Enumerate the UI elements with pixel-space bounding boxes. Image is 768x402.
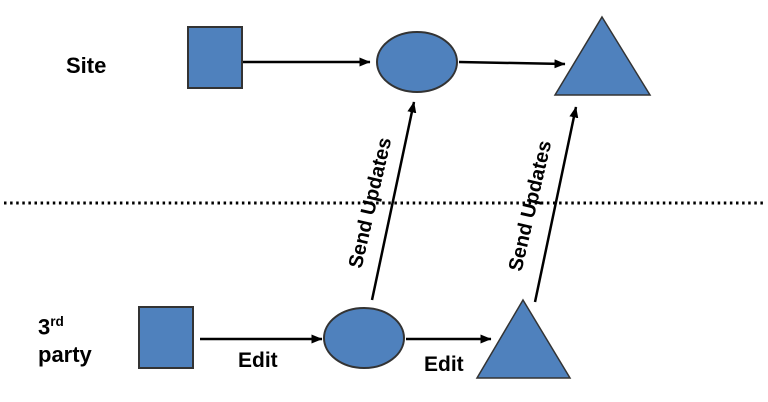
arrow-site-ellipse-to-triangle (458, 59, 566, 69)
site-ellipse-shape (376, 31, 458, 93)
site-triangle-shape (553, 15, 652, 96)
arrow-send-updates-right (533, 106, 579, 303)
lane-label-site: Site (66, 52, 106, 80)
lane-label-site-text: Site (66, 53, 107, 78)
lane-label-third-party-base: 3 (38, 314, 51, 340)
arrow-send-updates-left (370, 101, 417, 301)
lane-label-third-party-line1: 3rd (38, 308, 92, 341)
third-party-triangle-shape (475, 298, 572, 379)
lane-label-third-party: 3rd party (38, 308, 92, 369)
lane-label-third-party-ordinal: rd (50, 314, 64, 329)
third-party-ellipse-shape (323, 307, 405, 369)
lane-label-third-party-line2: party (38, 342, 92, 368)
third-party-square-shape (138, 306, 194, 369)
edge-label-edit-left: Edit (238, 349, 278, 372)
site-square-shape (187, 26, 243, 89)
edge-label-edit-right: Edit (424, 353, 464, 376)
